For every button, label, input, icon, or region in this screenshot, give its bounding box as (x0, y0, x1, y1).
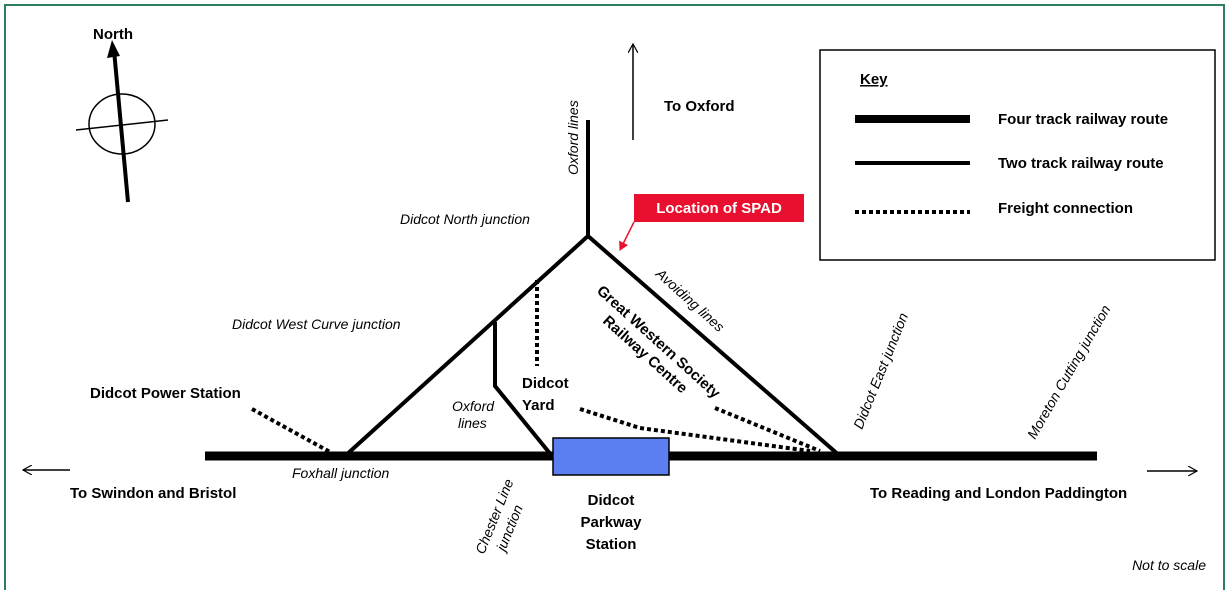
gws-label-line1: Great Western Society (593, 282, 724, 402)
east-junction-label: Didcot East junction (850, 310, 911, 431)
west-curve-line (343, 234, 590, 458)
to-oxford-label: To Oxford (664, 98, 735, 115)
map-frame (4, 4, 1225, 590)
key-box (819, 49, 1216, 261)
foxhall-junction-label: Foxhall junction (292, 465, 389, 481)
avoiding-line (586, 234, 842, 458)
key-freight-label: Freight connection (998, 200, 1133, 217)
yard-label-line1: Didcot (522, 375, 569, 392)
to-swindon-label: To Swindon and Bristol (70, 485, 236, 502)
moreton-junction-label: Moreton Cutting junction (1024, 302, 1114, 442)
station-label-line3: Station (586, 536, 637, 553)
oxford-lines-low-label-line1: Oxford (452, 398, 495, 414)
key-four-track-label: Four track railway route (998, 111, 1168, 128)
key-two-track-label: Two track railway route (998, 155, 1164, 172)
didcot-parkway-station-block (552, 437, 670, 476)
power-station-label: Didcot Power Station (90, 385, 241, 402)
station-label-line1: Didcot (588, 492, 635, 509)
station-label-line2: Parkway (581, 514, 643, 531)
spad-callout-box (634, 194, 804, 222)
yard-freight-line (579, 407, 811, 453)
to-reading-label: To Reading and London Paddington (870, 485, 1127, 502)
north-compass-icon (75, 40, 169, 203)
compass-label: North (93, 26, 133, 43)
spad-callout-label: Location of SPAD (656, 200, 782, 217)
oxford-lines-low-label-line2: lines (458, 415, 487, 431)
gws-freight-line (714, 406, 821, 453)
power-station-freight (251, 407, 331, 454)
spad-pointer-arrow-icon (619, 221, 635, 251)
yard-label-line2: Yard (522, 397, 555, 414)
key-title: Key (860, 71, 888, 88)
oxford-line-south (493, 322, 554, 458)
north-junction-label: Didcot North junction (400, 211, 530, 227)
oxford-lines-top-label: Oxford lines (565, 100, 581, 175)
west-curve-junction-label: Didcot West Curve junction (232, 316, 401, 332)
not-to-scale-note: Not to scale (1132, 557, 1206, 573)
